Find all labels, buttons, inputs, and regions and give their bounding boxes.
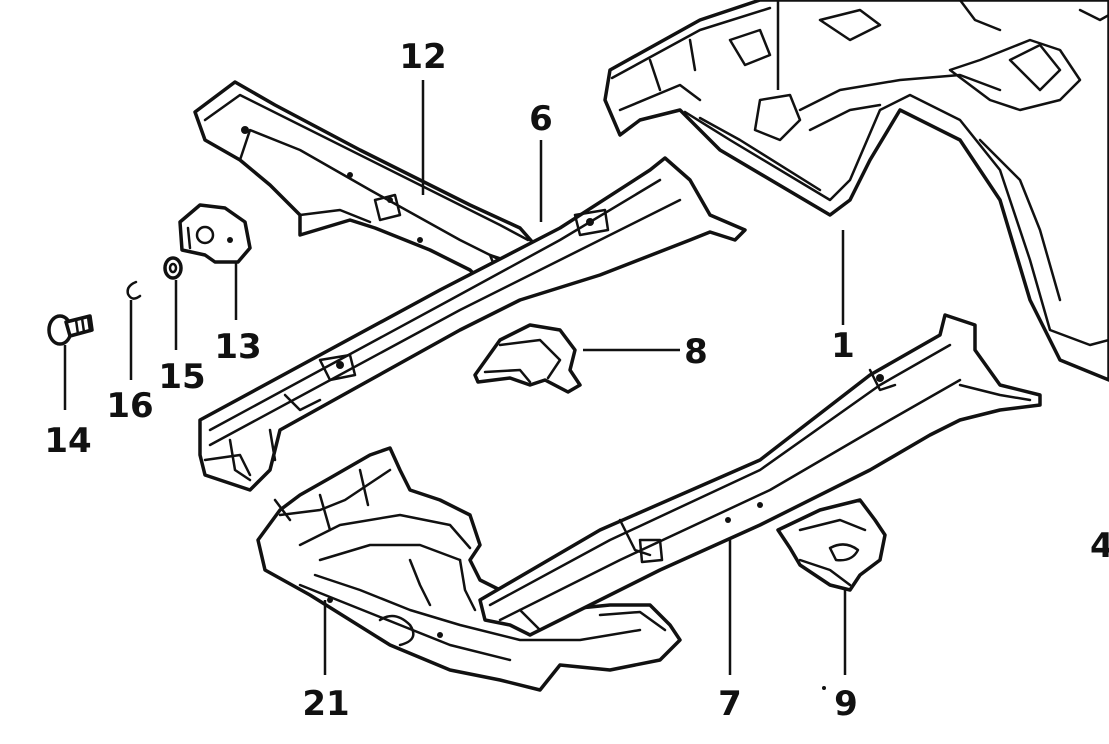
- callout-labels: 12 6 1 8 13 15 16 14 21 7 9 4: [44, 37, 1109, 724]
- part-16-clip: [126, 280, 142, 300]
- leader-lines: [63, 0, 847, 675]
- part-9-bracket: [776, 498, 887, 592]
- part-15-washer: [163, 256, 183, 280]
- callout-9: 9: [834, 684, 858, 724]
- part-14-bolt: [47, 314, 94, 346]
- part-6-side-member: [198, 156, 747, 492]
- callout-13: 13: [214, 327, 261, 367]
- part-1-floor-pan: [603, 0, 1109, 382]
- callout-14: 14: [44, 421, 91, 461]
- callout-7: 7: [718, 684, 742, 724]
- callout-8: 8: [684, 332, 708, 372]
- stray-dot: [822, 686, 826, 690]
- callout-16: 16: [106, 386, 153, 426]
- callout-12: 12: [399, 37, 446, 77]
- part-7-side-member: [478, 313, 1042, 637]
- callout-4: 4: [1090, 526, 1109, 566]
- callout-6: 6: [529, 99, 553, 139]
- callout-1: 1: [831, 326, 855, 366]
- callout-21: 21: [302, 684, 349, 724]
- part-8-gusset: [473, 323, 582, 394]
- callout-15: 15: [158, 357, 205, 397]
- part-13-bracket: [178, 203, 252, 264]
